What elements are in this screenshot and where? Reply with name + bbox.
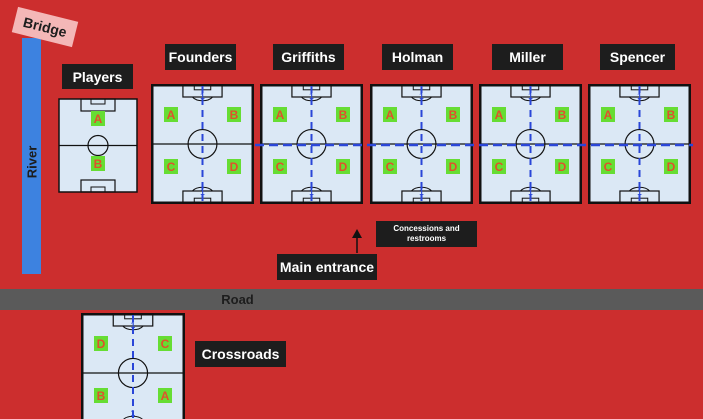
field-letter-badge bbox=[446, 107, 460, 122]
field-letter-badge bbox=[164, 107, 178, 122]
field-letter-badge bbox=[158, 388, 172, 403]
field-letter: B bbox=[94, 157, 103, 171]
complex-divider-line bbox=[255, 143, 693, 147]
river bbox=[22, 38, 41, 274]
field-letter: C bbox=[161, 337, 170, 351]
field-letter: B bbox=[449, 108, 458, 122]
goal-number: 1 bbox=[528, 92, 533, 101]
road bbox=[0, 289, 703, 310]
field-letter: A bbox=[167, 108, 176, 122]
goal-number: 1 bbox=[131, 409, 136, 418]
field-letter-badge bbox=[601, 107, 615, 122]
complex-field-svg: A B C D 1 1 bbox=[151, 84, 254, 204]
field-letter-badge bbox=[227, 107, 241, 122]
field-letter: B bbox=[230, 108, 239, 122]
crossroads-fields: D C B A 1 1 bbox=[81, 313, 185, 419]
goal-number: 1 bbox=[419, 92, 424, 101]
field-letter-badge bbox=[492, 107, 506, 122]
field-letter-badge bbox=[91, 156, 105, 171]
goal-number: 1 bbox=[200, 92, 205, 101]
founders-label: Founders bbox=[165, 44, 236, 70]
field-letter: A bbox=[94, 112, 103, 126]
miller-label: Miller bbox=[492, 44, 563, 70]
field-letter-badge bbox=[383, 107, 397, 122]
field-letter: C bbox=[386, 160, 395, 174]
entrance-arrow-icon bbox=[352, 229, 362, 253]
field-letter: D bbox=[230, 160, 239, 174]
crossroads-label: Crossroads bbox=[195, 341, 286, 367]
field-letter-badge bbox=[273, 107, 287, 122]
spencer-label: Spencer bbox=[600, 44, 675, 70]
main-entrance-label: Main entrance bbox=[277, 254, 377, 280]
goal-number: 1 bbox=[419, 188, 424, 197]
field-letter: C bbox=[495, 160, 504, 174]
holman-label: Holman bbox=[382, 44, 453, 70]
goal-number: 1 bbox=[200, 188, 205, 197]
goal-box-bottom bbox=[90, 186, 106, 193]
goal-number: 1 bbox=[131, 321, 136, 330]
goal-number: 1 bbox=[637, 92, 642, 101]
field-letter-badge bbox=[91, 111, 105, 126]
field-letter-badge bbox=[383, 159, 397, 174]
field-letter: C bbox=[276, 160, 285, 174]
players-field-svg: AB bbox=[58, 98, 138, 193]
field-letter-badge bbox=[664, 107, 678, 122]
field-letter-badge bbox=[94, 336, 108, 351]
crossroads-field-svg: D C B A 1 1 bbox=[81, 313, 185, 419]
goal-number: 1 bbox=[637, 188, 642, 197]
field-letter: A bbox=[161, 389, 170, 403]
field-letter: D bbox=[449, 160, 458, 174]
field-letter-badge bbox=[94, 388, 108, 403]
field-letter-badge bbox=[227, 159, 241, 174]
field-letter-badge bbox=[555, 107, 569, 122]
goal-number: 1 bbox=[528, 188, 533, 197]
field-letter: A bbox=[495, 108, 504, 122]
field-letter: D bbox=[558, 160, 567, 174]
field-letter: B bbox=[97, 389, 106, 403]
field-letter-badge bbox=[158, 336, 172, 351]
griffiths-label: Griffiths bbox=[273, 44, 344, 70]
founders-fields: A B C D 1 1 bbox=[151, 84, 254, 204]
field-letter-badge bbox=[555, 159, 569, 174]
center-circle bbox=[87, 134, 109, 157]
field-letter: A bbox=[604, 108, 613, 122]
field-letter: D bbox=[339, 160, 348, 174]
field-letter-badge bbox=[164, 159, 178, 174]
field-letter-badge bbox=[336, 107, 350, 122]
players-label: Players bbox=[62, 64, 133, 89]
field-letter: C bbox=[167, 160, 176, 174]
field-letter-badge bbox=[336, 159, 350, 174]
field-letter: D bbox=[667, 160, 676, 174]
field-letter-badge bbox=[664, 159, 678, 174]
field-letter: B bbox=[558, 108, 567, 122]
field-letter: C bbox=[604, 160, 613, 174]
river-label: River bbox=[24, 145, 39, 179]
field-letter: A bbox=[276, 108, 285, 122]
field-letter: D bbox=[97, 337, 106, 351]
field-letter-badge bbox=[273, 159, 287, 174]
goal-box-top bbox=[90, 98, 106, 105]
field-letter-badge bbox=[601, 159, 615, 174]
road-label: Road bbox=[221, 292, 254, 307]
field-letter-badge bbox=[492, 159, 506, 174]
field-letter: B bbox=[667, 108, 676, 122]
field-letter: B bbox=[339, 108, 348, 122]
goal-number: 1 bbox=[309, 92, 314, 101]
goal-number: 1 bbox=[309, 188, 314, 197]
field-letter: A bbox=[386, 108, 395, 122]
field-letter-badge bbox=[446, 159, 460, 174]
